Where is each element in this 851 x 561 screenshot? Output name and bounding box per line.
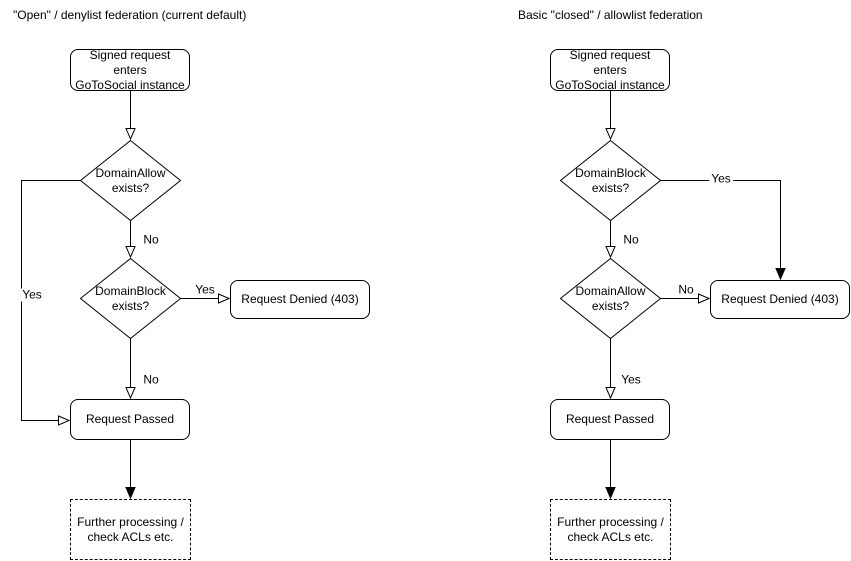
left-decision-domainallow-label: DomainAllow exists?	[95, 165, 166, 195]
left-block-yes-label: Yes	[193, 282, 217, 297]
diamond-shape	[560, 140, 661, 221]
right-diagram-title: Basic "closed" / allowlist federation	[518, 8, 703, 22]
right-decision-domainallow-label: DomainAllow exists?	[575, 283, 646, 313]
left-start-node: Signed request enters GoToSocial instanc…	[70, 48, 190, 92]
left-decision-domainblock: DomainBlock exists?	[80, 258, 181, 339]
right-decision-domainallow: DomainAllow exists?	[560, 258, 661, 339]
right-start-node: Signed request enters GoToSocial instanc…	[550, 48, 670, 92]
right-allow-yes-label: Yes	[619, 372, 643, 387]
right-request-denied-node: Request Denied (403)	[710, 280, 850, 319]
right-decision-domainblock-label: DomainBlock exists?	[575, 165, 646, 195]
right-block-no-label: No	[621, 232, 641, 247]
left-request-denied-node: Request Denied (403)	[230, 280, 370, 319]
left-decision-domainblock-label: DomainBlock exists?	[95, 283, 166, 313]
left-decision-domainallow: DomainAllow exists?	[80, 140, 181, 221]
right-further-processing-node: Further processing / check ACLs etc.	[550, 499, 671, 560]
left-allow-no-label: No	[141, 232, 161, 247]
left-further-processing-node: Further processing / check ACLs etc.	[70, 499, 191, 560]
diamond-shape	[560, 258, 661, 339]
left-allow-yes-label: Yes	[20, 287, 44, 302]
diamond-shape	[80, 258, 181, 339]
right-block-yes-label: Yes	[709, 171, 733, 186]
right-allow-no-label: No	[676, 282, 696, 297]
left-block-no-label: No	[141, 372, 161, 387]
right-decision-domainblock: DomainBlock exists?	[560, 140, 661, 221]
diamond-shape	[80, 140, 181, 221]
edge-right-block-yes	[660, 180, 786, 281]
right-request-passed-node: Request Passed	[550, 399, 670, 440]
left-request-passed-node: Request Passed	[70, 399, 190, 440]
left-diagram-title: "Open" / denylist federation (current de…	[13, 8, 247, 22]
